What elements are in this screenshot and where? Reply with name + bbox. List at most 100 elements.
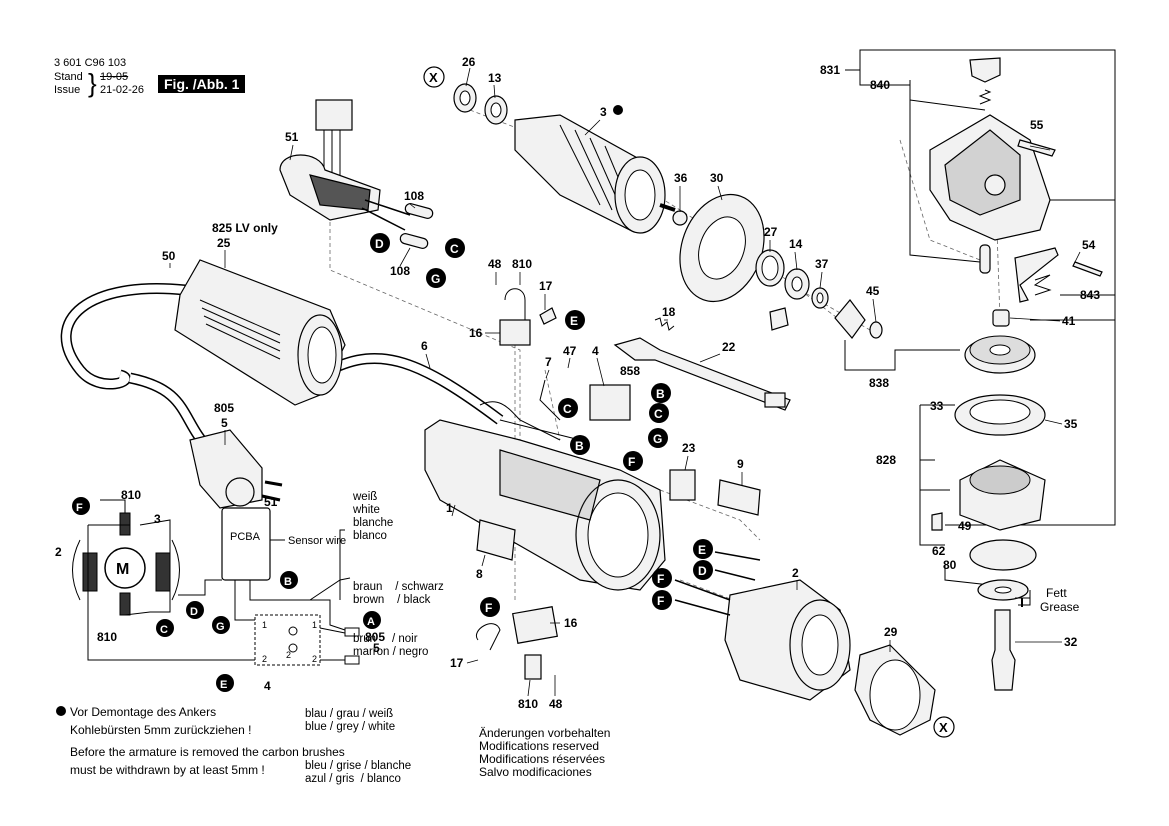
part-label-18: 18 (662, 305, 676, 319)
part-label-17b: 17 (450, 656, 464, 670)
part-label-23: 23 (682, 441, 696, 455)
part-label-50: 50 (162, 249, 176, 263)
sleeves-108 (399, 203, 434, 249)
svg-text:1: 1 (262, 620, 267, 630)
part-label-29: 29 (884, 625, 898, 639)
part-label-9: 9 (737, 457, 744, 471)
part-label-4: 4 (592, 344, 599, 358)
bevel-gear (964, 335, 1036, 374)
motor-housing (424, 419, 666, 591)
marker-b-mid: C (563, 402, 572, 416)
part-label-27: 27 (764, 225, 778, 239)
schematic-marker-e: E (220, 679, 227, 691)
document-number: 3 601 C96 103 (54, 57, 127, 69)
schematic-marker-c: C (160, 624, 168, 636)
armature-note-de: Vor Demontage des Ankers (56, 704, 216, 721)
armature-note-de-2: Kohlebürsten 5mm zurückziehen ! (70, 723, 252, 737)
schematic-2: 2 (55, 545, 62, 559)
part-label-22: 22 (722, 340, 736, 354)
issue-label: Issue (54, 84, 81, 96)
part-label-838: 838 (869, 376, 889, 390)
part-label-30: 30 (710, 171, 724, 185)
marker-c-stator: E (698, 543, 706, 557)
schematic-marker-b: B (284, 576, 292, 588)
part-label-3: 3 (600, 105, 607, 119)
power-plug (189, 429, 283, 509)
svg-text:2: 2 (262, 654, 267, 664)
svg-text:2: 2 (312, 654, 317, 664)
figure-label: Fig. /Abb. 1 (158, 75, 246, 93)
part-label-47: 47 (563, 344, 577, 358)
part-label-5: 5 (221, 416, 228, 430)
armature-note-dot (613, 105, 623, 115)
marker-b-858: C (654, 407, 663, 421)
switch-module (279, 99, 411, 231)
part-label-858: 858 (620, 364, 640, 378)
part-label-810b: 810 (518, 697, 538, 711)
part-label-16b: 16 (564, 616, 578, 630)
part-label-32: 32 (1064, 635, 1078, 649)
switch-rod (613, 317, 791, 411)
marker-f-brush-text: F (485, 601, 492, 615)
cord-sleeve (174, 259, 346, 406)
grease-label-en: Grease (1040, 600, 1080, 614)
marker-e-stator: F (657, 572, 664, 586)
part-label-13: 13 (488, 71, 502, 85)
part-label-36: 36 (674, 171, 688, 185)
part-label-80: 80 (943, 558, 957, 572)
part-label-108b: 108 (390, 264, 410, 278)
schematic-805: 805 (365, 630, 385, 644)
part-label-810a: 810 (512, 257, 532, 271)
stand-label: Stand (54, 71, 83, 83)
gear-housing (929, 57, 1103, 327)
part-label-25: 25 (217, 236, 231, 250)
pcba-label: PCBA (230, 531, 261, 543)
part-label-108a: 108 (404, 189, 424, 203)
part-label-16a: 16 (469, 326, 483, 340)
part-label-51: 51 (285, 130, 299, 144)
marker-a-mid: B (575, 439, 584, 453)
marker-g-top: G (431, 272, 440, 286)
sensor-wire-label: Sensor wire (288, 535, 346, 547)
schematic-marker-a: A (367, 616, 375, 628)
part-label-831: 831 (820, 63, 840, 77)
grease-label-de: Fett (1046, 586, 1067, 600)
stator (724, 579, 851, 701)
armature-note-en-1: Before the armature is removed the carbo… (70, 745, 345, 759)
schematic-51: 51 (264, 495, 278, 509)
marker-c-mid: E (570, 314, 578, 328)
armature (453, 83, 676, 234)
stand-value: 19-05 (100, 71, 129, 83)
schematic-810-bottom: 810 (97, 630, 117, 644)
part-label-805: 805 (214, 401, 234, 415)
brush-holders (475, 288, 761, 680)
marker-e-mid: F (628, 455, 635, 469)
part-label-54: 54 (1082, 238, 1096, 252)
schematic-810-top: 810 (121, 488, 141, 502)
part-label-35: 35 (1064, 417, 1078, 431)
part-label-7: 7 (545, 355, 552, 369)
marker-a-858: B (656, 387, 665, 401)
fan-and-bearings (672, 193, 883, 339)
part-label-6: 6 (421, 339, 428, 353)
part-label-33: 33 (930, 399, 944, 413)
part-label-41: 41 (1062, 314, 1076, 328)
schematic-3: 3 (154, 512, 161, 526)
part-label-48a: 48 (488, 257, 502, 271)
armature-note-en-2: must be withdrawn by at least 5mm ! (70, 763, 265, 777)
part-label-828: 828 (876, 453, 896, 467)
wheel-guard (854, 644, 936, 736)
part-label-14: 14 (789, 237, 803, 251)
part-number-labels: 26 13 3 36 30 27 14 37 45 831 840 55 54 … (162, 55, 1100, 711)
marker-f-stator-text: F (657, 594, 664, 608)
part-label-48b: 48 (549, 697, 563, 711)
part-label-843: 843 (1080, 288, 1100, 302)
marker-x-bottom: X (939, 720, 948, 735)
part-label-17a: 17 (539, 279, 553, 293)
part-label-2: 2 (792, 566, 799, 580)
part-label-62: 62 (932, 544, 946, 558)
